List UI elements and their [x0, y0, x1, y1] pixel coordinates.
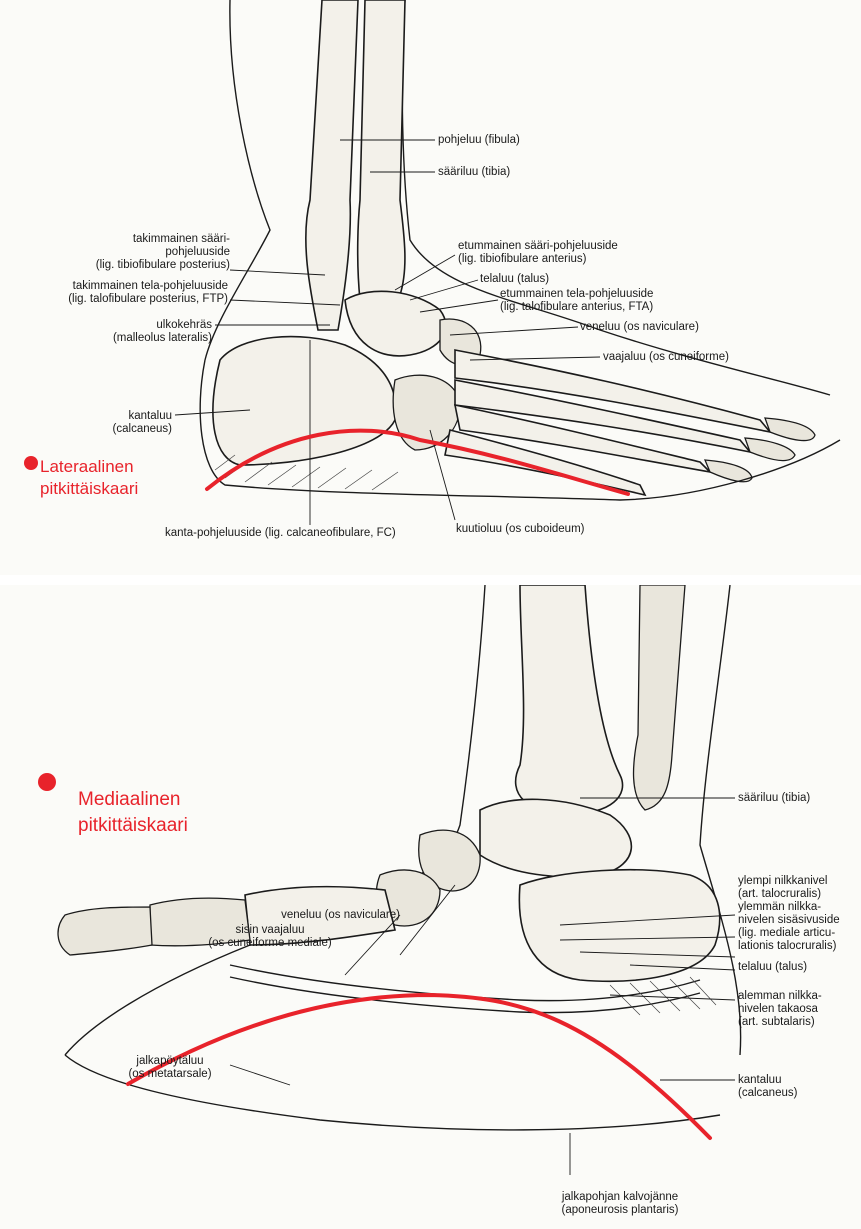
label-posterior-talofibular-ligament: takimmainen tela-pohjeluuside (lig. talo…: [0, 280, 228, 306]
label-cuboid: kuutioluu (os cuboideum): [456, 523, 585, 536]
label-navicular: veneluu (os naviculare): [200, 909, 400, 922]
label-tibia: sääriluu (tibia): [738, 792, 810, 805]
label-calcaneus: kantaluu (calcaneus): [738, 1074, 797, 1100]
label-calcaneus: kantaluu (calcaneus): [80, 410, 172, 436]
label-anterior-tibiofibular-ligament: etummainen sääri-pohjeluuside (lig. tibi…: [458, 240, 618, 266]
label-talus: telaluu (talus): [480, 273, 549, 286]
lateral-arch-title: Lateraalinen pitkittäiskaari: [40, 456, 138, 500]
medial-foot-panel: Mediaalinen pitkittäiskaari sääriluu (ti…: [0, 585, 861, 1229]
lateral-foot-panel: Lateraalinen pitkittäiskaari pohjeluu (f…: [0, 0, 861, 575]
medial-foot-illustration: [0, 585, 861, 1229]
label-subtalar-joint: alemman nilkka- nivelen takaosa (art. su…: [738, 990, 822, 1029]
label-plantar-aponeurosis: jalkapohjan kalvojänne (aponeurosis plan…: [520, 1191, 720, 1217]
label-posterior-tibiofibular-ligament: takimmainen sääri- pohjeluuside (lig. ti…: [40, 233, 230, 272]
label-medial-collateral-ligament: ylemmän nilkka- nivelen sisäsivuside (li…: [738, 901, 840, 953]
label-tibia: sääriluu (tibia): [438, 166, 510, 179]
label-talocrural-joint: ylempi nilkkanivel (art. talocruralis): [738, 875, 827, 901]
label-talus: telaluu (talus): [738, 961, 807, 974]
label-anterior-talofibular-ligament: etummainen tela-pohjeluuside (lig. talof…: [500, 288, 653, 314]
label-medial-cuneiform: sisin vaajaluu (os cuneiforme mediale): [170, 924, 370, 950]
medial-arch-marker-dot: [38, 773, 56, 791]
label-navicular: veneluu (os naviculare): [580, 321, 699, 334]
medial-arch-title: Mediaalinen pitkittäiskaari: [78, 787, 188, 839]
label-cuneiform: vaajaluu (os cuneiforme): [603, 351, 729, 364]
label-fibula: pohjeluu (fibula): [438, 134, 520, 147]
label-metatarsal: jalkapöytäluu (os metatarsale): [100, 1055, 240, 1081]
label-calcaneofibular-ligament: kanta-pohjeluuside (lig. calcaneofibular…: [165, 527, 396, 540]
label-lateral-malleolus: ulkokehräs (malleolus lateralis): [60, 319, 212, 345]
lateral-arch-marker-dot: [24, 456, 38, 470]
